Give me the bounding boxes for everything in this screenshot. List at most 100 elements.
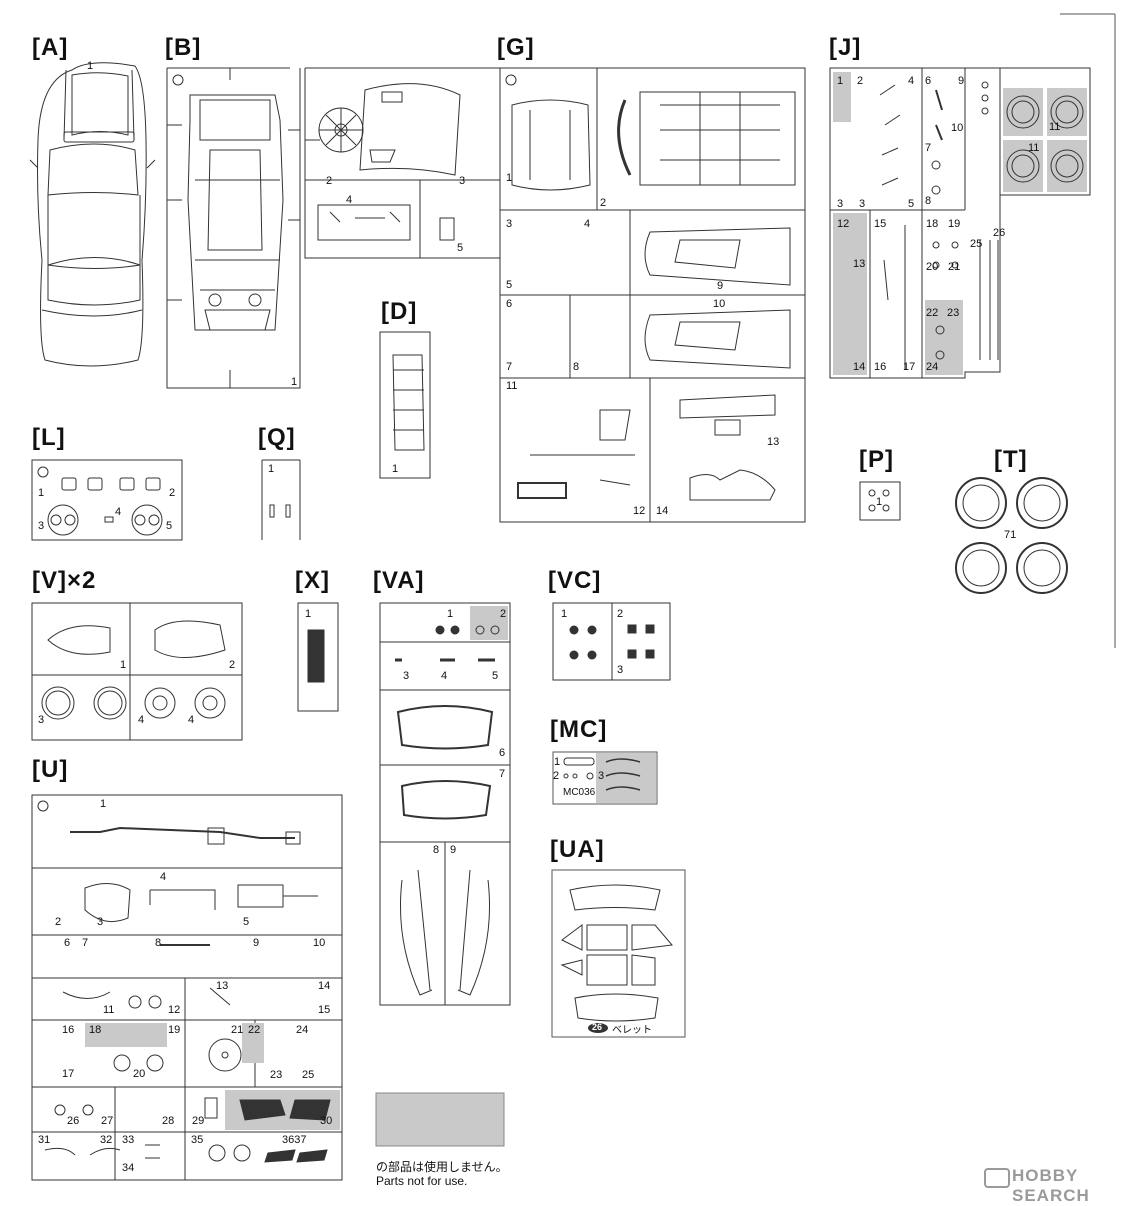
part-number: 9 (450, 844, 457, 856)
part-number: 28 (162, 1115, 175, 1127)
part-number: 6 (64, 937, 71, 949)
part-number: 4 (346, 194, 353, 206)
runner-j-frame (829, 67, 1091, 379)
part-number: 7 (82, 937, 89, 949)
part-x1 (297, 602, 339, 712)
part-number: 1 (837, 75, 844, 87)
part-number: 1 (392, 463, 399, 475)
decal-parts-mc (563, 757, 641, 791)
part-number: 7 (925, 142, 932, 154)
bumper-part-b4 (317, 204, 455, 241)
legend-text-jp: の部品は使用しません。 (376, 1160, 508, 1174)
decal-code: MC036 (563, 787, 596, 798)
window-mask-parts-ua (560, 884, 673, 1022)
part-number: 10 (313, 937, 326, 949)
section-title-b: [B] (165, 34, 202, 61)
ua-caption: ベレット (612, 1025, 652, 1036)
part-number: 4 (138, 714, 145, 726)
part-number: 27 (101, 1115, 114, 1127)
part-number: 1 (100, 798, 107, 810)
chassis-floor-part (187, 94, 284, 331)
seat-part-g1 (511, 99, 591, 191)
part-number: 3 (38, 714, 45, 726)
wheel-part-b2 (318, 107, 364, 153)
part-number: 18 (89, 1024, 102, 1036)
runner-b-frame (166, 67, 501, 389)
part-number: 15 (318, 1004, 331, 1016)
part-number: 29 (192, 1115, 205, 1127)
part-number: 35 (191, 1134, 204, 1146)
part-number: 12 (837, 218, 850, 230)
part-number: 21 (948, 261, 961, 273)
part-number: 10 (951, 122, 964, 134)
section-title-vc: [VC] (548, 567, 602, 594)
dashboard-part-g13 (679, 394, 776, 436)
part-number: 17 (62, 1068, 75, 1080)
part-number: 4 (115, 506, 122, 518)
part-number: 5 (166, 520, 173, 532)
part-number: 12 (633, 505, 646, 517)
window-parts-va (395, 625, 500, 996)
part-number: 30 (320, 1115, 333, 1127)
part-number: 24 (926, 361, 939, 373)
runner-va-frame (379, 602, 511, 1006)
part-number: 4 (188, 714, 195, 726)
part-number: 4 (908, 75, 915, 87)
part-number: 7 (506, 361, 513, 373)
part-number: 12 (168, 1004, 181, 1016)
part-number: 3637 (282, 1134, 307, 1146)
part-number: 33 (122, 1134, 135, 1146)
part-number: 1 (554, 756, 561, 768)
section-title-mc: [MC] (550, 716, 608, 743)
part-number: 14 (853, 361, 866, 373)
part-number: 1 (291, 376, 298, 388)
part-number: 14 (318, 980, 331, 992)
part-number: 22 (248, 1024, 261, 1036)
part-number: 6 (499, 747, 506, 759)
part-number: 2 (169, 487, 176, 499)
part-number: 8 (433, 844, 440, 856)
part-number: 1 (447, 608, 454, 620)
part-number: 13 (853, 258, 866, 270)
part-number: 24 (296, 1024, 309, 1036)
section-title-t: [T] (994, 446, 1028, 473)
part-number: 25 (302, 1069, 315, 1081)
part-number: 5 (908, 198, 915, 210)
suspension-part-g12 (517, 409, 635, 499)
section-title-u: [U] (32, 756, 69, 783)
part-number: 4 (584, 218, 591, 230)
part-number: 2 (229, 659, 236, 671)
part-number: 11 (103, 1004, 115, 1016)
part-number: 3 (617, 664, 624, 676)
body-shell-part (29, 62, 156, 367)
section-title-v: [V]×2 (32, 567, 97, 594)
part-number: 1 (876, 496, 883, 508)
grille-part-d (379, 331, 431, 479)
part-number: 23 (270, 1069, 283, 1081)
tire-parts-t (955, 477, 1068, 594)
interior-tub-part-g2 (617, 91, 796, 186)
part-number: 1 (561, 608, 568, 620)
part-number: 1 (38, 487, 45, 499)
part-number: 20 (926, 261, 939, 273)
small-parts-j (879, 81, 999, 370)
section-title-d: [D] (381, 298, 418, 325)
door-panel-part-g9 (644, 227, 791, 286)
section-title-a: [A] (32, 34, 69, 61)
part-number: 1 (268, 463, 275, 475)
part-number: 13 (216, 980, 229, 992)
part-number: 3 (506, 218, 513, 230)
section-title-x: [X] (295, 567, 330, 594)
part-number: 34 (122, 1162, 135, 1174)
part-number: 2 (857, 75, 864, 87)
section-title-g: [G] (497, 34, 535, 61)
runner-g-frame (499, 67, 806, 523)
part-number: 4 (441, 670, 448, 682)
part-number: 3 (837, 198, 844, 210)
part-number: 5 (506, 279, 513, 291)
part-number: 20 (133, 1068, 146, 1080)
part-number: 3 (459, 175, 466, 187)
part-number: 1 (305, 608, 312, 620)
part-number: 6 (925, 75, 932, 87)
